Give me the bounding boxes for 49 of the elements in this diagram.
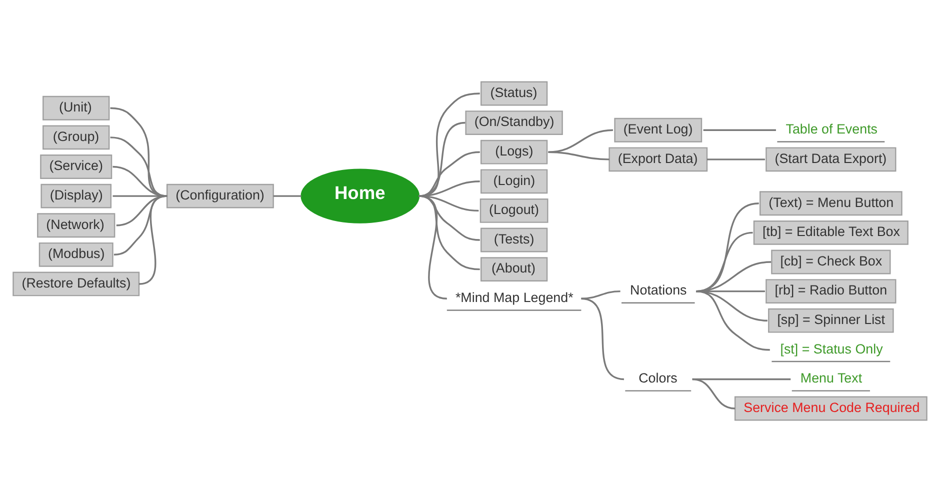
node-box: (Event Log) <box>614 117 702 142</box>
connector <box>703 128 776 130</box>
node-box: (Modbus) <box>38 242 114 266</box>
node-text: Notations <box>630 282 687 298</box>
node-box: (Login) <box>480 168 548 194</box>
node-box: (Tests) <box>480 227 548 252</box>
connector <box>273 194 302 196</box>
node-box: (Text) = Menu Button <box>760 190 902 216</box>
connector <box>696 290 770 350</box>
node-text: Colors <box>638 370 678 386</box>
node-text: Menu Text <box>800 370 862 386</box>
node-box: (Configuration) <box>166 183 274 208</box>
node-box: (Logs) <box>480 139 548 164</box>
node-box: (Status) <box>480 80 548 106</box>
node-box: [tb] = Editable Text Box <box>753 220 908 244</box>
node-ellipse: Home <box>300 168 420 223</box>
connector <box>548 150 610 160</box>
node-box: (Start Data Export) <box>766 146 896 172</box>
node-box: (Service) <box>40 154 112 178</box>
connector <box>581 290 620 299</box>
connector <box>581 297 624 380</box>
node-box: [sp] = Spinner List <box>768 308 894 332</box>
node-box: [cb] = Check Box <box>771 249 891 274</box>
connector <box>112 165 168 196</box>
connector <box>692 378 736 409</box>
node-box: Service Menu Code Required <box>734 396 928 420</box>
connector <box>110 106 168 196</box>
node-box: (Network) <box>37 212 116 238</box>
node-text: Table of Events <box>786 121 878 136</box>
node-text: *Mind Map Legend* <box>455 290 574 305</box>
node-text: [st] = Status Only <box>780 340 883 356</box>
node-box: (Restore Defaults) <box>12 271 140 296</box>
connector <box>110 136 168 196</box>
connector <box>114 194 168 256</box>
node-box: (On/Standby) <box>465 110 563 134</box>
connector <box>138 194 168 284</box>
node-box: (Group) <box>42 124 110 150</box>
node-box: [rb] = Radio Button <box>766 278 896 303</box>
connector <box>112 194 168 196</box>
node-box: (Display) <box>40 183 112 208</box>
node-box: (Logout) <box>480 198 548 222</box>
node-box: (Unit) <box>42 95 110 120</box>
connector <box>418 194 448 299</box>
connector <box>548 128 614 152</box>
node-box: (About) <box>480 256 548 282</box>
node-box: (Export Data) <box>608 146 708 172</box>
connector <box>418 194 480 270</box>
connector <box>707 158 765 160</box>
connector <box>418 194 480 240</box>
